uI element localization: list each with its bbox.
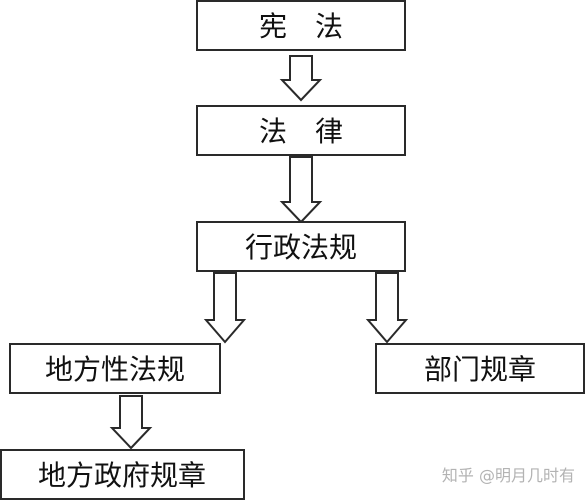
node-law-label: 法 律 [259, 115, 343, 148]
arrow-constitution-to-law [279, 55, 323, 102]
node-admin-regulations-label: 行政法规 [245, 231, 357, 264]
node-local-gov-rules-label: 地方政府规章 [38, 459, 206, 492]
watermark: 知乎 @明月几时有 [441, 466, 575, 485]
node-admin-regulations: 行政法规 [196, 221, 406, 272]
arrow-admin-to-local-regulations [203, 272, 247, 344]
node-constitution-label: 宪 法 [259, 10, 343, 43]
arrow-admin-to-departmental-rules [365, 272, 409, 344]
arrow-law-to-admin-regulations [279, 156, 323, 224]
node-local-regulations-label: 地方性法规 [45, 353, 185, 386]
arrow-local-regulations-to-local-gov-rules [109, 395, 153, 450]
node-local-gov-rules: 地方政府规章 [0, 449, 245, 500]
node-local-regulations: 地方性法规 [9, 343, 221, 394]
node-constitution: 宪 法 [196, 0, 406, 51]
node-departmental-rules: 部门规章 [375, 343, 585, 394]
node-law: 法 律 [196, 105, 406, 156]
node-departmental-rules-label: 部门规章 [424, 353, 536, 386]
